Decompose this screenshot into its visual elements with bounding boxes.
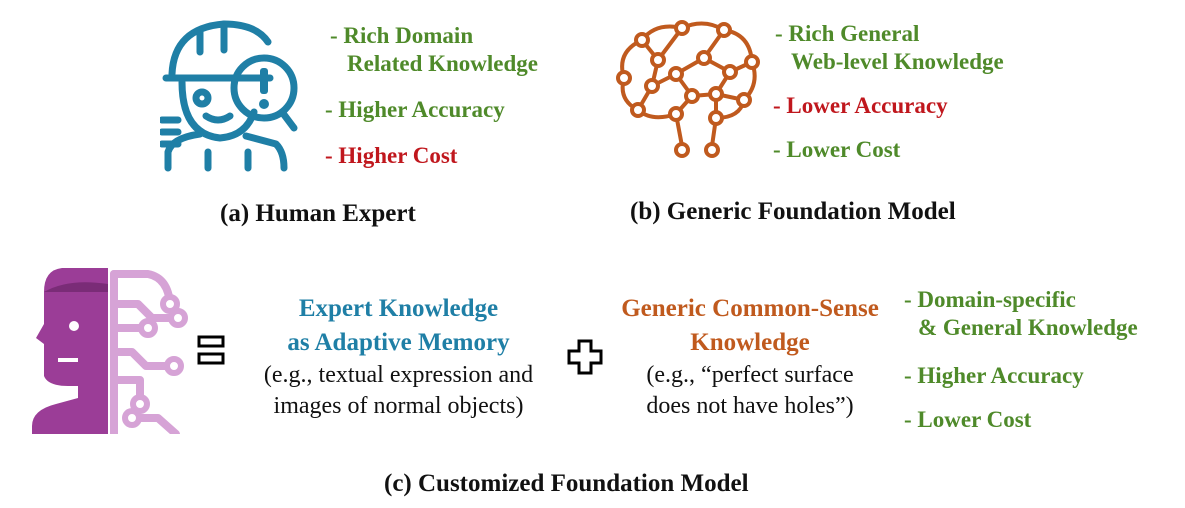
cyborg-head-icon bbox=[32, 268, 188, 434]
caption-a: (a) Human Expert bbox=[220, 200, 416, 227]
custom-item-cost: - Lower Cost bbox=[904, 407, 1032, 432]
common-desc-line2: does not have holes”) bbox=[646, 393, 854, 419]
plus-icon bbox=[567, 339, 603, 375]
generic-model-panel: - Rich General Web-level Knowledge - Low… bbox=[590, 0, 1185, 240]
expert-title-line1: Expert Knowledge bbox=[298, 295, 499, 322]
generic-item-knowledge-line1: - Rich General bbox=[775, 21, 920, 46]
common-sense-block: Generic Common-Sense Knowledge (e.g., “p… bbox=[604, 292, 896, 422]
common-desc-line1: (e.g., “perfect surface bbox=[646, 362, 854, 388]
custom-item-knowledge-line2: & General Knowledge bbox=[918, 315, 1138, 340]
custom-item-accuracy: - Higher Accuracy bbox=[904, 363, 1084, 388]
customized-model-panel: Expert Knowledge as Adaptive Memory (e.g… bbox=[0, 250, 1185, 508]
common-title-line1: Generic Common-Sense bbox=[621, 295, 879, 322]
brain-network-icon bbox=[616, 20, 760, 158]
common-title-line2: Knowledge bbox=[690, 329, 810, 356]
equals-icon bbox=[197, 335, 225, 365]
human-item-cost: - Higher Cost bbox=[325, 143, 458, 168]
human-item-knowledge: - Rich Domain Related Knowledge bbox=[330, 22, 538, 78]
expert-knowledge-block: Expert Knowledge as Adaptive Memory (e.g… bbox=[236, 292, 561, 422]
human-item-knowledge-line1: - Rich Domain bbox=[330, 23, 474, 48]
custom-item-knowledge-line1: - Domain-specific bbox=[904, 287, 1076, 312]
generic-item-cost: - Lower Cost bbox=[773, 137, 901, 162]
expert-title-line2: as Adaptive Memory bbox=[287, 329, 510, 356]
human-item-knowledge-line2: Related Knowledge bbox=[347, 51, 539, 76]
human-expert-icon bbox=[160, 20, 298, 172]
custom-item-knowledge: - Domain-specific & General Knowledge bbox=[904, 286, 1138, 342]
caption-b: (b) Generic Foundation Model bbox=[630, 198, 956, 225]
caption-c: (c) Customized Foundation Model bbox=[384, 470, 749, 497]
generic-item-accuracy: - Lower Accuracy bbox=[773, 93, 948, 118]
human-expert-panel: - Rich Domain Related Knowledge - Higher… bbox=[0, 0, 590, 240]
expert-desc-line1: (e.g., textual expression and bbox=[263, 362, 534, 388]
generic-item-knowledge: - Rich General Web-level Knowledge bbox=[775, 20, 1004, 76]
generic-item-knowledge-line2: Web-level Knowledge bbox=[791, 49, 1004, 74]
human-item-accuracy: - Higher Accuracy bbox=[325, 97, 505, 122]
expert-desc-line2: images of normal objects) bbox=[273, 393, 524, 419]
